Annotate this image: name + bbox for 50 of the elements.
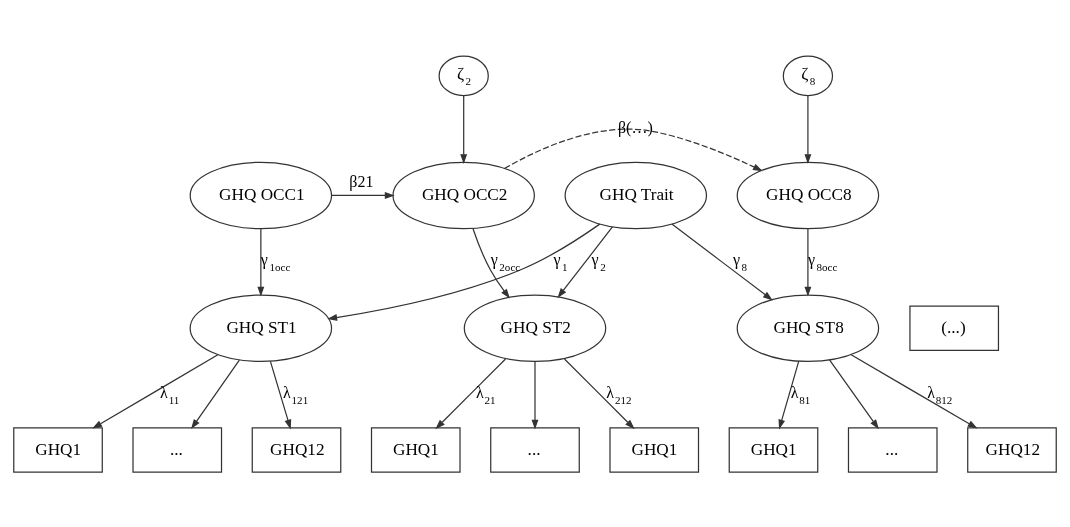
node-box: (...)	[909, 305, 1000, 351]
arrow	[671, 222, 773, 300]
arrow	[191, 359, 240, 429]
arrow	[804, 94, 812, 164]
arrow	[850, 353, 978, 429]
node-box: GHQ12	[251, 426, 342, 473]
node-ellipse: ζ$_{8}$	[782, 55, 834, 96]
node-ellipse: GHQ OCC1	[189, 161, 333, 229]
node-ellipse: GHQ ST2	[463, 293, 607, 362]
arrow	[92, 353, 219, 429]
arrow	[563, 357, 635, 429]
arrow	[435, 357, 507, 429]
arrow	[331, 191, 395, 199]
node-box: GHQ12	[967, 426, 1057, 473]
edge-label: γ$_{2}$	[591, 250, 606, 273]
arrow	[504, 128, 763, 171]
edge-label: λ$_{21}$	[475, 383, 496, 406]
edge-label: γ$_{1}$	[553, 250, 568, 273]
arrow	[257, 227, 265, 297]
node-box: ...	[490, 426, 580, 473]
edge-label: γ$_{8}$	[732, 250, 748, 273]
arrow	[269, 360, 292, 429]
edge-label: γ$_{1occ}$	[260, 250, 291, 273]
edge-label: γ$_{2occ}$	[490, 250, 521, 273]
node-box: GHQ1	[728, 426, 819, 473]
node-box: ...	[132, 426, 223, 473]
arrow	[472, 227, 510, 299]
arrow	[804, 227, 812, 297]
edge-label: β21	[349, 172, 374, 190]
arrow	[778, 360, 800, 429]
node-box: GHQ1	[370, 426, 461, 473]
arrow	[327, 223, 601, 321]
arrow	[557, 225, 614, 298]
arrow	[531, 360, 539, 430]
node-ellipse: GHQ ST1	[189, 293, 333, 362]
node-ellipse: GHQ OCC2	[392, 161, 535, 229]
edge-label: λ$_{121}$	[282, 383, 309, 406]
node-box: ...	[847, 426, 938, 473]
node-box: GHQ1	[13, 426, 103, 473]
node-ellipse: ζ$_{2}$	[438, 55, 489, 96]
edge-label: λ$_{812}$	[927, 383, 953, 406]
edge-label: λ$_{11}$	[160, 383, 180, 406]
edge-label: λ$_{81}$	[790, 383, 811, 406]
edge-label: β(…)	[617, 118, 653, 136]
node-ellipse: GHQ Trait	[564, 161, 708, 229]
arrow	[460, 94, 468, 164]
edge-label: λ$_{212}$	[606, 383, 632, 406]
arrow	[828, 358, 879, 429]
edge-label: γ$_{8occ}$	[807, 250, 838, 273]
node-box: GHQ1	[609, 426, 700, 473]
